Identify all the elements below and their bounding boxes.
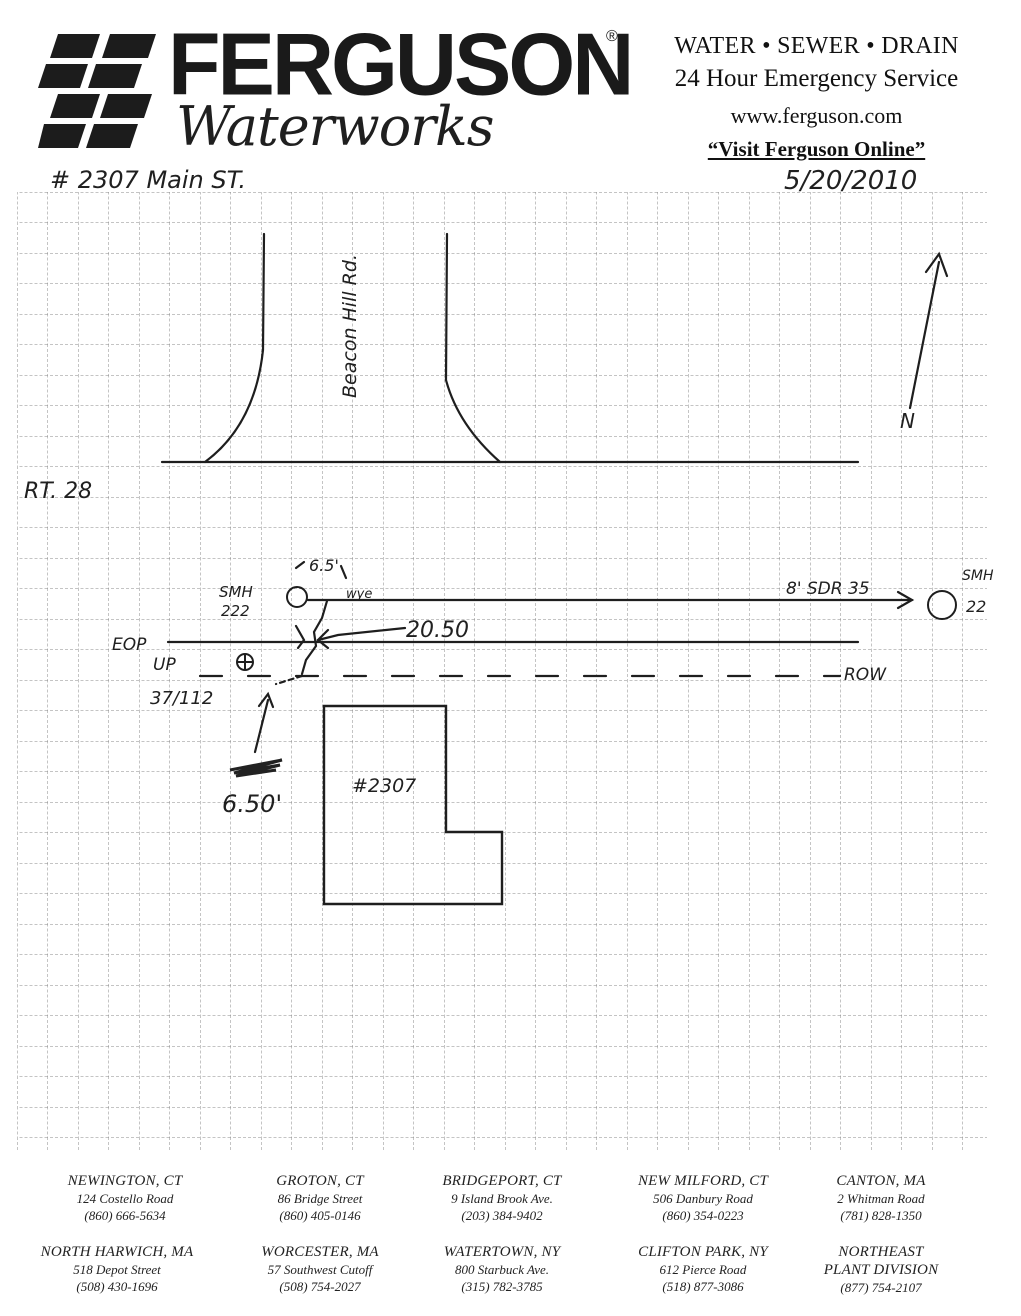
- manhole-right-icon: [927, 590, 957, 620]
- scribble-mark: [229, 758, 283, 778]
- branch-street: 57 Southwest Cutoff: [267, 1262, 373, 1277]
- registered-mark: ®: [606, 28, 618, 45]
- graph-grid: [17, 192, 987, 1152]
- house-outline: [322, 704, 504, 906]
- website-link[interactable]: www.ferguson.com: [730, 103, 903, 128]
- eop-label: EOP: [112, 635, 147, 655]
- branch-entry: NEWINGTON, CT 124 Costello Road (860) 66…: [30, 1172, 220, 1224]
- branch-name: NORTHEAST: [838, 1244, 924, 1260]
- house-number-label: #2307: [352, 775, 416, 797]
- branch-street: 506 Danbury Road: [653, 1191, 753, 1206]
- dist-top-label: 6.5': [309, 556, 339, 575]
- branch-street: 9 Island Brook Ave.: [451, 1191, 553, 1206]
- dim-65-left: [294, 560, 306, 570]
- branch-entry: CANTON, MA 2 Whitman Road (781) 828-1350: [786, 1172, 976, 1224]
- branch-phone: (518) 877-3086: [662, 1279, 744, 1294]
- branch-name: BRIDGEPORT, CT: [442, 1173, 562, 1189]
- visit-online-link[interactable]: “Visit Ferguson Online”: [707, 137, 926, 161]
- up-number-label: 37/112: [150, 688, 213, 709]
- north-arrow-shaft: [908, 260, 941, 410]
- branch-entry: BRIDGEPORT, CT 9 Island Brook Ave. (203)…: [407, 1172, 597, 1224]
- branch-phone: (860) 405-0146: [279, 1208, 361, 1223]
- branch-street: 800 Starbuck Ave.: [455, 1262, 549, 1277]
- branch-name: NORTH HARWICH, MA: [40, 1244, 194, 1260]
- job-date: 5/20/2010: [784, 166, 918, 196]
- job-address: # 2307 Main ST.: [50, 166, 247, 194]
- branch-name: NEWINGTON, CT: [67, 1173, 183, 1189]
- branch-phone: (860) 354-0223: [662, 1208, 744, 1223]
- tie-leader-20: [316, 626, 407, 642]
- lateral-line: [300, 599, 329, 676]
- branch-entry: NEW MILFORD, CT 506 Danbury Road (860) 3…: [608, 1172, 798, 1224]
- ferguson-logo-icon: [38, 34, 156, 148]
- wye-tick: [294, 624, 306, 650]
- smh-left-label-2: 222: [221, 602, 250, 620]
- route-label: RT. 28: [24, 479, 92, 504]
- branch-street: 2 Whitman Road: [837, 1191, 925, 1206]
- dist-bottom-label: 6.50': [222, 790, 282, 818]
- lateral-tie-dash: [274, 674, 304, 686]
- branch-phone: (877) 754-2107: [840, 1280, 922, 1295]
- smh-left-label-1: SMH: [219, 583, 253, 601]
- branch-phone: (203) 384-9402: [461, 1208, 543, 1223]
- branch-entry: WORCESTER, MA 57 Southwest Cutoff (508) …: [225, 1243, 415, 1295]
- emergency-line: 24 Hour Emergency Service: [674, 65, 959, 92]
- side-road-right-edge: [444, 232, 502, 464]
- services-line: WATER • SEWER • DRAIN: [674, 33, 959, 59]
- tie-leader-650: [253, 698, 270, 754]
- branch-entry: WATERTOWN, NY 800 Starbuck Ave. (315) 78…: [407, 1243, 597, 1295]
- utility-pole-icon: [236, 653, 254, 671]
- north-label: N: [900, 409, 915, 433]
- branch-street: 86 Bridge Street: [277, 1191, 363, 1206]
- branch-name-line2: PLANT DIVISION: [823, 1262, 939, 1278]
- branch-phone: (860) 666-5634: [84, 1208, 166, 1223]
- brand-name: FERGUSON: [168, 16, 634, 114]
- manhole-left-icon: [286, 586, 308, 608]
- branch-street: 518 Depot Street: [73, 1262, 161, 1277]
- dist-wye-label: 20.50: [406, 618, 469, 643]
- branch-phone: (508) 754-2027: [279, 1279, 361, 1294]
- branch-phone: (508) 430-1696: [76, 1279, 158, 1294]
- pipe-label: 8' SDR 35: [786, 579, 870, 599]
- sewer-arrow-head: [896, 590, 915, 610]
- dim-65-right: [339, 564, 348, 580]
- branch-entry: NORTH HARWICH, MA 518 Depot Street (508)…: [22, 1243, 212, 1295]
- up-label: UP: [153, 655, 176, 675]
- branch-street: 612 Pierce Road: [659, 1262, 747, 1277]
- brand-subtitle: Waterworks: [176, 95, 494, 158]
- branch-name: CANTON, MA: [836, 1173, 926, 1189]
- side-road-left-edge: [203, 232, 266, 464]
- branch-name: GROTON, CT: [276, 1173, 364, 1189]
- row-label: ROW: [844, 665, 887, 685]
- tie-650-arrow-head: [257, 691, 275, 709]
- branch-entry: NORTHEAST PLANT DIVISION (877) 754-2107: [786, 1243, 976, 1296]
- wye-label: wye: [346, 587, 372, 602]
- street-name-label: Beacon Hill Rd.: [339, 254, 361, 398]
- smh-right-number: 22: [966, 597, 986, 616]
- branch-name: CLIFTON PARK, NY: [638, 1244, 768, 1260]
- branch-street: 124 Costello Road: [76, 1191, 174, 1206]
- branch-entry: CLIFTON PARK, NY 612 Pierce Road (518) 8…: [608, 1243, 798, 1295]
- contact-block: WATER • SEWER • DRAIN 24 Hour Emergency …: [644, 30, 989, 162]
- branch-entry: GROTON, CT 86 Bridge Street (860) 405-01…: [225, 1172, 415, 1224]
- branch-phone: (781) 828-1350: [840, 1208, 922, 1223]
- tie-arrow-head: [316, 628, 330, 650]
- branch-phone: (315) 782-3785: [461, 1279, 543, 1294]
- smh-right-label: SMH: [962, 568, 994, 584]
- branch-name: NEW MILFORD, CT: [637, 1173, 769, 1189]
- north-arrow-head: [924, 251, 949, 278]
- branch-name: WORCESTER, MA: [261, 1244, 379, 1260]
- branch-name: WATERTOWN, NY: [443, 1244, 561, 1260]
